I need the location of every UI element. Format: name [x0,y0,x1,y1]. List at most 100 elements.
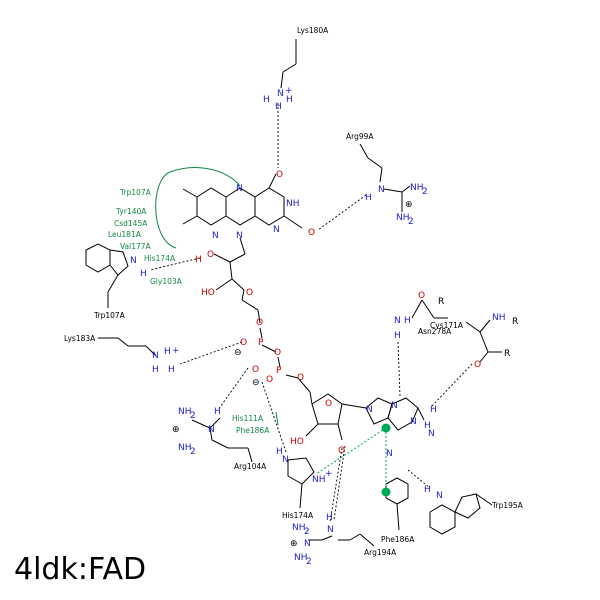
svg-text:H: H [286,95,293,105]
label-trp195a: Trp195A [491,501,524,510]
svg-text:⊖: ⊖ [234,348,242,358]
svg-text:+: + [285,86,293,96]
svg-text:2: 2 [190,447,196,457]
diagram-title: 4ldk:FAD [14,552,147,587]
label-leu181a: Leu181A [108,230,142,239]
svg-text:O: O [274,348,281,358]
svg-text:NH: NH [286,199,300,209]
label-gly103a: Gly103A [150,277,183,286]
label-lys180a: Lys180A [297,26,329,35]
svg-text:R: R [504,349,510,359]
svg-text:H: H [164,347,171,357]
svg-text:+: + [172,346,180,356]
svg-text:O: O [338,446,345,456]
his174a-imidazole [287,457,315,509]
residue-labels: Lys180A Arg99A Trp107A Tyr140A Csd145A L… [64,26,524,557]
lys180a-chain [280,39,297,89]
svg-text:2: 2 [304,527,310,537]
svg-text:N: N [236,184,243,194]
ribityl-chain [213,237,261,324]
pi-stacking [275,411,391,497]
label-phe186a-hydrophobic: Phe186A [236,426,270,435]
ribose-ring [305,391,367,441]
atom-labels: H N + H H O N NH N N N O H N NH 2 NH 2 ⊕… [130,86,518,567]
svg-text:NH: NH [410,183,424,193]
svg-text:H: H [365,193,372,203]
label-his174a: His174A [282,511,314,520]
svg-text:2: 2 [306,557,312,567]
hydrophobic-arc [155,167,241,249]
label-his111a: His111A [232,414,264,423]
svg-text:NH: NH [492,313,506,323]
svg-text:N: N [386,449,393,459]
svg-text:O: O [246,288,253,298]
label-cys171a: Cys171A [430,321,464,330]
svg-text:H: H [140,269,147,279]
label-arg99a: Arg99A [346,132,374,141]
trp107a-indole [85,243,129,308]
svg-text:+: + [325,469,333,479]
svg-text:N: N [130,256,137,266]
svg-text:H: H [152,365,159,375]
label-csd145a: Csd145A [114,219,148,228]
svg-text:H: H [404,316,411,326]
svg-text:2: 2 [190,411,196,421]
pyrophosphate [259,327,311,393]
svg-text:P: P [258,338,264,348]
svg-text:2: 2 [422,187,428,197]
label-his174a-hydrophobic: His174A [144,254,176,263]
label-arg194a: Arg194A [364,548,397,557]
label-tyr140a: Tyr140A [115,207,147,216]
svg-text:H: H [424,485,431,495]
svg-text:H: H [195,255,202,265]
svg-text:N: N [208,425,215,435]
svg-text:⊕: ⊕ [172,425,180,435]
phe186a-ring [385,477,409,531]
svg-text:NH: NH [396,213,410,223]
svg-text:O: O [256,318,263,328]
svg-text:O: O [252,365,259,375]
svg-text:N: N [436,491,443,501]
svg-text:N: N [212,231,219,241]
label-arg104a: Arg104A [234,462,267,471]
svg-text:HO: HO [201,288,215,298]
svg-text:⊕: ⊕ [405,200,413,210]
lys183a-chain [98,337,157,357]
svg-text:O: O [207,250,214,260]
label-phe186a: Phe186A [381,535,415,544]
svg-text:H: H [424,421,431,431]
svg-text:N: N [282,455,289,465]
svg-text:N: N [277,89,284,99]
svg-text:N: N [394,316,401,326]
svg-text:H: H [394,331,401,341]
svg-text:N: N [273,225,280,235]
svg-text:N: N [366,405,373,415]
svg-text:H: H [275,102,282,112]
svg-text:O: O [308,228,315,238]
svg-text:N: N [378,185,385,195]
svg-text:O: O [276,170,283,180]
svg-text:2: 2 [408,217,414,227]
svg-text:R: R [512,317,518,327]
label-trp107a: Trp107A [93,311,126,320]
svg-text:H: H [430,405,437,415]
svg-text:N: N [152,351,159,361]
label-asn278a: Asn278A [418,327,452,336]
svg-text:NH: NH [178,443,192,453]
svg-text:O: O [297,373,304,383]
svg-text:O: O [418,291,425,301]
label-val177a: Val177A [120,242,152,251]
label-trp107a-hydrophobic: Trp107A [119,188,152,197]
svg-text:H: H [326,513,333,523]
svg-text:HO: HO [290,437,304,447]
svg-text:N: N [236,231,243,241]
svg-text:H: H [263,95,270,105]
label-lys183a: Lys183A [64,334,96,343]
svg-text:NH: NH [312,475,326,485]
svg-text:⊕: ⊕ [290,539,298,549]
arg104a-chain [191,417,253,463]
svg-text:H: H [276,447,283,457]
svg-text:N: N [327,525,334,535]
